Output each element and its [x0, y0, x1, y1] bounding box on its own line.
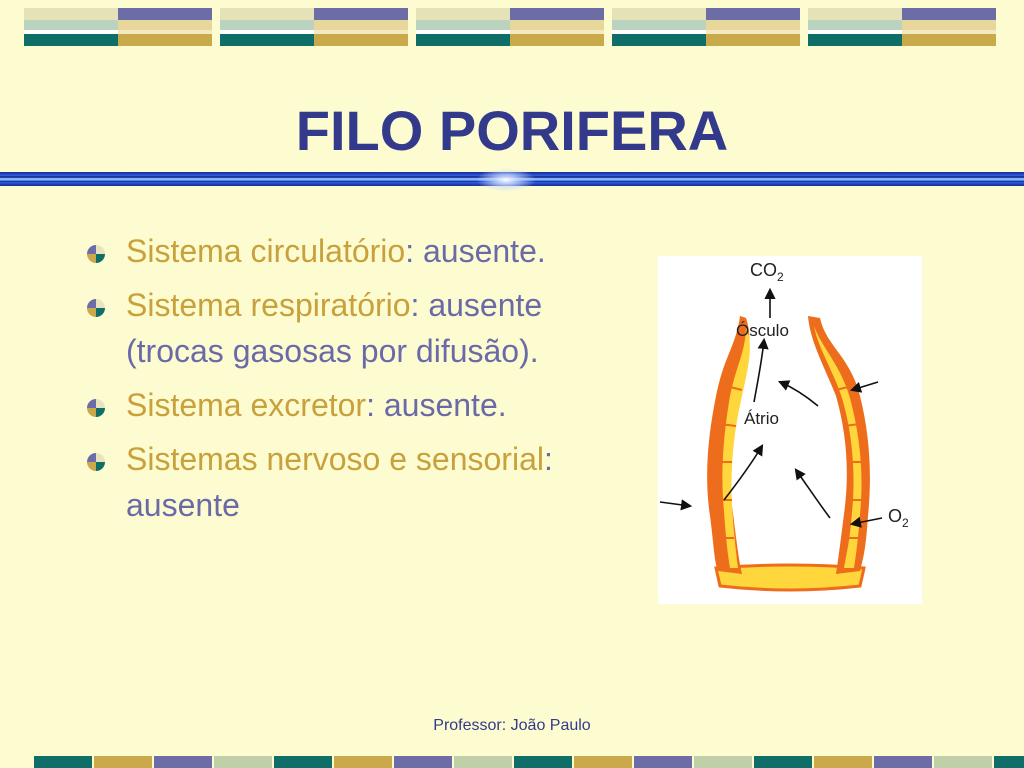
quadrant-bullet-icon — [87, 399, 105, 417]
quadrant-bullet-icon — [87, 245, 105, 263]
band-segment — [574, 756, 632, 768]
bullet-item: Sistema respiratório: ausente (trocas ga… — [86, 282, 626, 374]
band-segment — [274, 756, 332, 768]
band-segment — [454, 756, 512, 768]
band-tile — [612, 8, 800, 46]
band-segment — [334, 756, 392, 768]
band-tile — [808, 8, 996, 46]
atrium-arrow-top — [777, 380, 819, 407]
band-segment — [94, 756, 152, 768]
title-divider — [0, 168, 1024, 192]
bullet-label: Sistema circulatório — [126, 233, 406, 269]
band-segment — [814, 756, 872, 768]
osculum-arrow — [753, 337, 769, 403]
atrium-label: Átrio — [744, 409, 779, 428]
inflow-arrow-bottom-right — [849, 516, 883, 528]
bullet-item: Sistema circulatório: ausente. — [86, 228, 626, 274]
bullet-value: : ausente (trocas gasosas por difusão). — [126, 287, 543, 369]
bullet-value: : ausente — [126, 441, 553, 523]
bullet-label: Sistemas nervoso e sensorial — [126, 441, 544, 477]
band-segment — [394, 756, 452, 768]
band-segment — [214, 756, 272, 768]
bullet-list: Sistema circulatório: ausente. Sistema r… — [86, 228, 626, 536]
band-segment — [514, 756, 572, 768]
slide-title: FILO PORIFERA — [295, 99, 729, 162]
atrium-arrow-right — [794, 468, 831, 519]
band-segment — [754, 756, 812, 768]
bottom-decorative-band — [0, 756, 1024, 768]
band-segment — [34, 756, 92, 768]
band-segment — [994, 756, 1024, 768]
band-tile — [24, 8, 212, 46]
osculum-label: Ósculo — [736, 321, 789, 340]
sponge-diagram: CO2 Ósculo Átrio O2 — [658, 256, 922, 604]
top-decorative-band — [0, 0, 1024, 50]
footer-credit: Professor: João Paulo — [433, 717, 591, 734]
bullet-label: Sistema excretor — [126, 387, 367, 423]
bullet-item: Sistema excretor: ausente. — [86, 382, 626, 428]
band-tile — [416, 8, 604, 46]
band-segment — [874, 756, 932, 768]
band-tile — [220, 8, 408, 46]
o2-label: O2 — [888, 506, 909, 530]
atrium-arrow-left — [723, 444, 764, 501]
bullet-item: Sistemas nervoso e sensorial: ausente — [86, 436, 626, 528]
band-segment — [694, 756, 752, 768]
inflow-arrow-left — [659, 499, 693, 511]
sponge-base — [714, 563, 866, 592]
co2-label: CO2 — [750, 260, 784, 284]
bullet-value: : ausente. — [405, 233, 546, 269]
bullet-label: Sistema respiratório — [126, 287, 411, 323]
quadrant-bullet-icon — [87, 299, 105, 317]
inflow-arrow-top-right — [849, 381, 879, 393]
band-segment — [154, 756, 212, 768]
band-segment — [934, 756, 992, 768]
sponge-right-wall — [808, 316, 870, 574]
quadrant-bullet-icon — [87, 453, 105, 471]
band-segment — [634, 756, 692, 768]
bullet-value: : ausente. — [366, 387, 507, 423]
